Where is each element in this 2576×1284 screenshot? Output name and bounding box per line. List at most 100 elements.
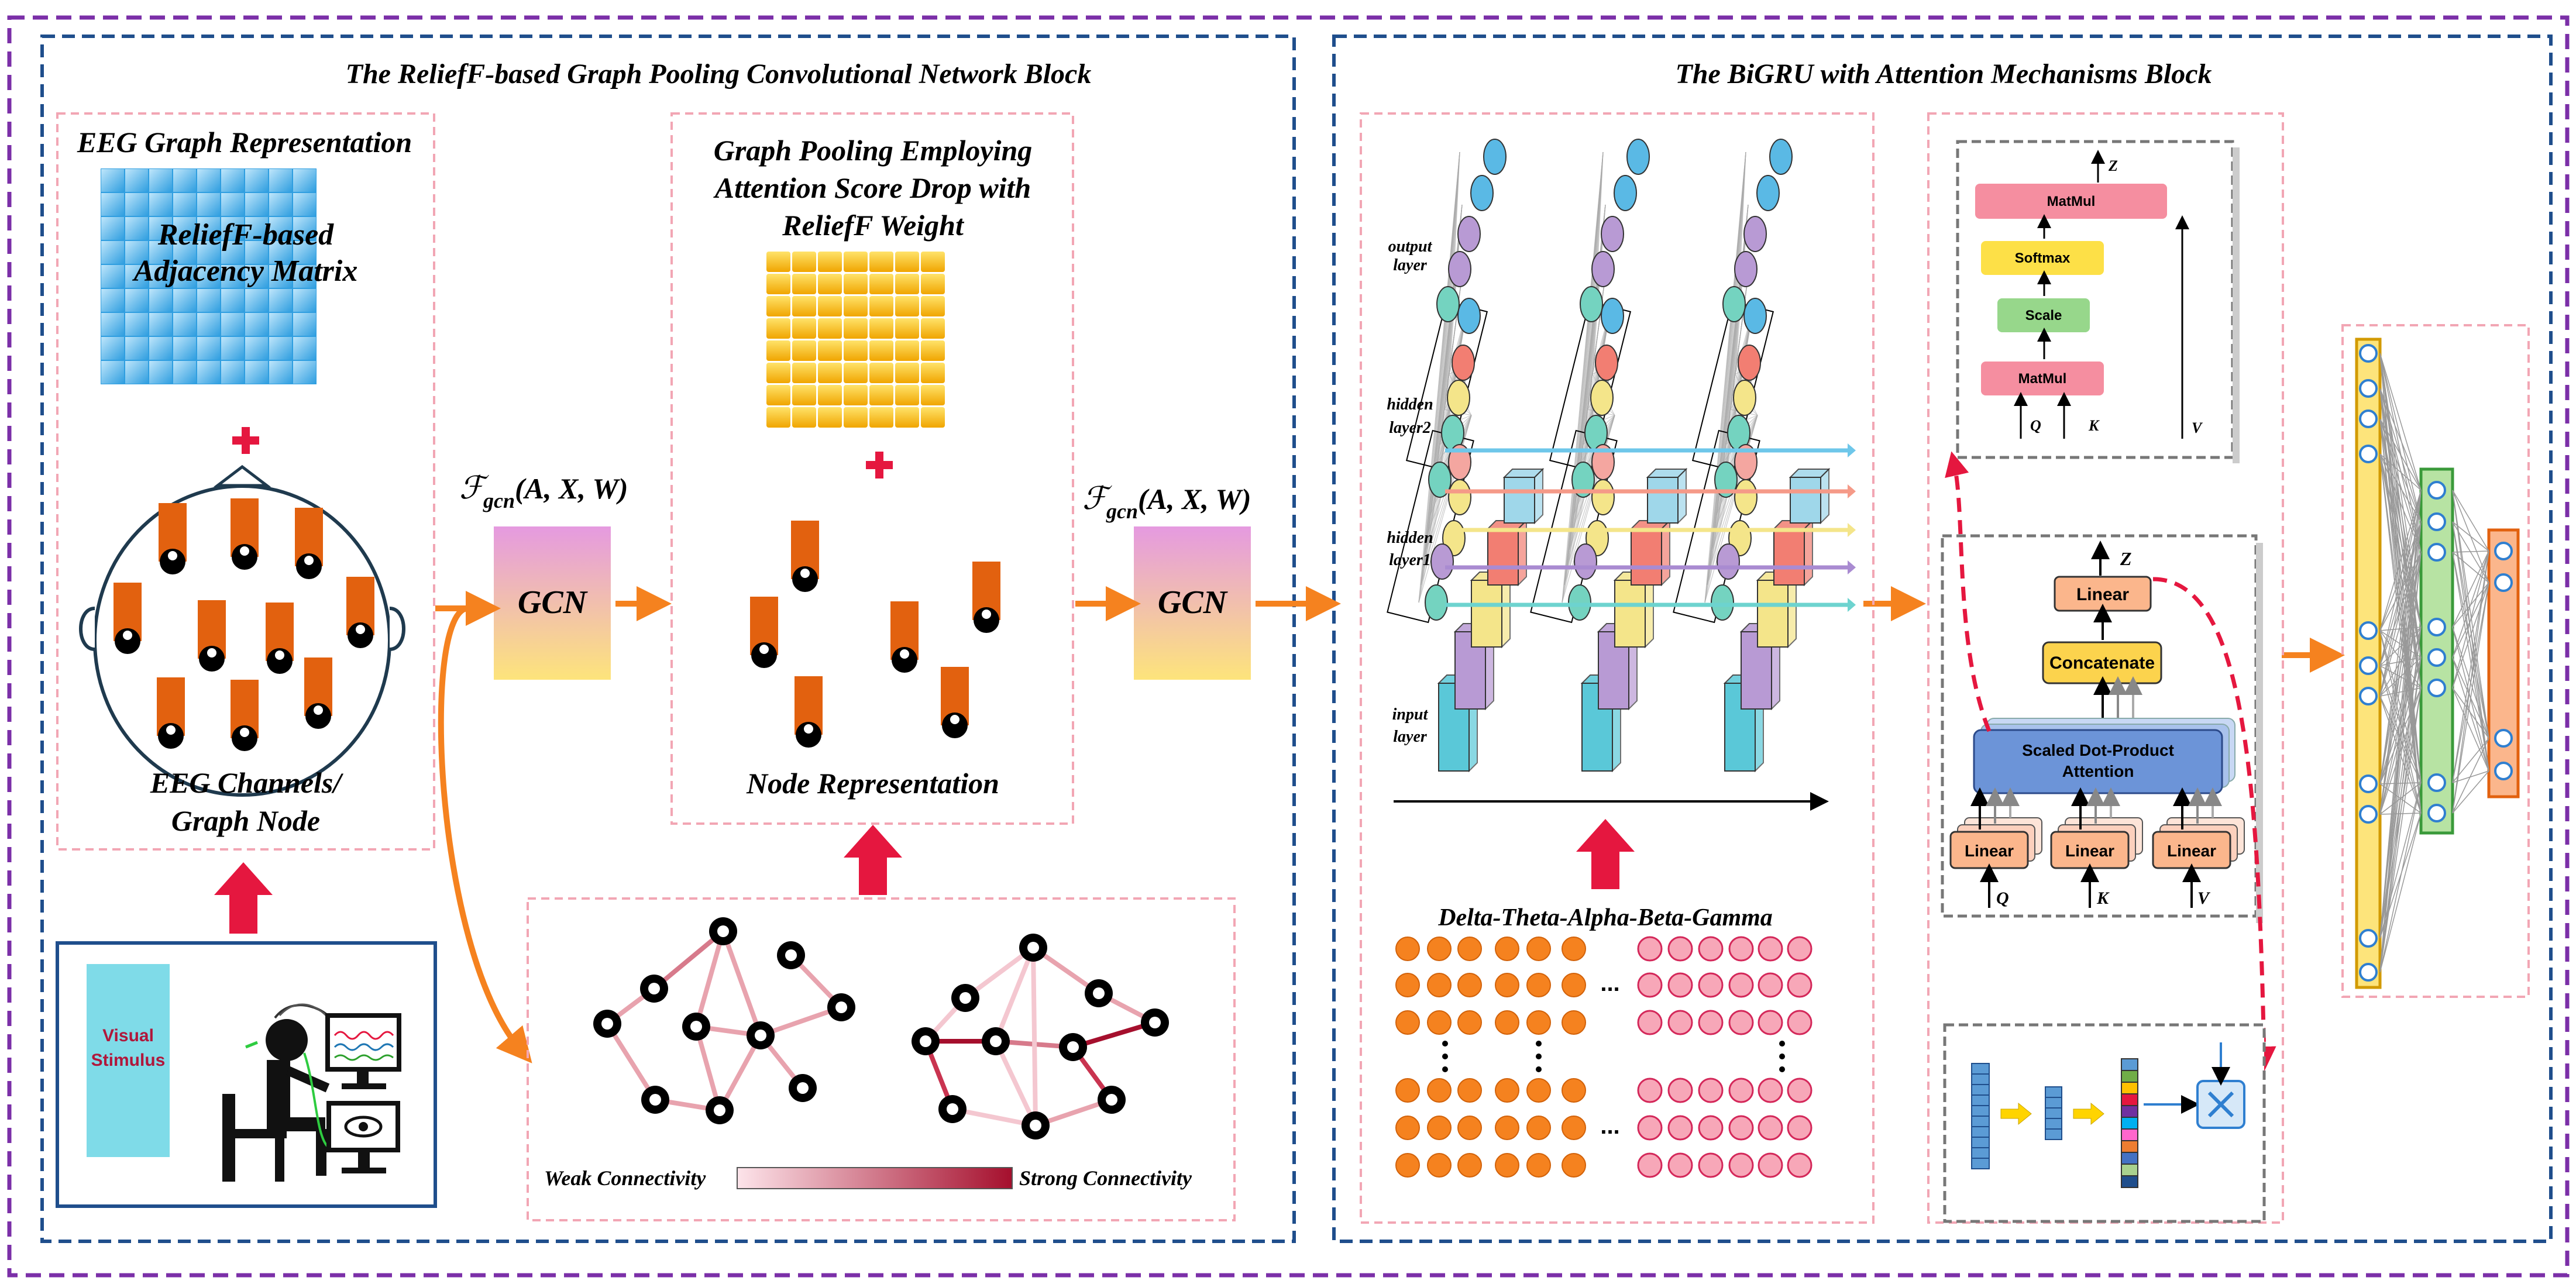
connectivity-edge: [605, 1022, 658, 1101]
matrix-cell: [221, 193, 244, 216]
dense-neuron: [2359, 687, 2378, 705]
graph-node-hole: [1106, 1094, 1117, 1106]
band-dot-pink: [1667, 936, 1693, 962]
right-block-border: [1332, 35, 2553, 1243]
mha-q: Q: [1996, 889, 2009, 908]
band-dot-orange: [1427, 973, 1452, 997]
vertical-dot: [1536, 1054, 1542, 1059]
dense-edge: [2452, 582, 2489, 689]
dense-neuron: [2494, 573, 2513, 592]
matrix-cell: [269, 217, 292, 240]
weight-cell: [921, 385, 945, 405]
gru-unit: [1595, 345, 1618, 381]
matrix-cell: [293, 193, 316, 216]
dense-edge: [2379, 388, 2422, 491]
weight-cell: [921, 318, 945, 339]
graph-node-hole: [649, 1094, 661, 1106]
weight-cell: [766, 407, 790, 428]
band-dot-orange: [1457, 937, 1482, 961]
band-dot-pink: [1728, 972, 1754, 998]
band-dot-pink: [1698, 1115, 1724, 1141]
matrix-cell: [197, 265, 220, 288]
vertical-dot: [1442, 1066, 1448, 1072]
flattened-cell: [2121, 1128, 2138, 1141]
electrode-node: [942, 712, 968, 738]
matrix-cell: [125, 361, 148, 384]
gru-unit: [1483, 139, 1507, 175]
gru-unit: [1601, 216, 1624, 252]
matrix-cell: [149, 313, 172, 336]
input-cube: [1614, 580, 1646, 648]
dense-edge: [2452, 687, 2489, 739]
electrode-hole: [759, 645, 769, 654]
matrix-cell: [293, 169, 316, 192]
weight-cell: [895, 340, 919, 361]
band-dot-pink: [1667, 972, 1693, 998]
electrode-node: [296, 553, 322, 579]
band-dot-orange: [1427, 1116, 1452, 1140]
matrix-cell: [245, 241, 268, 264]
dense-edge: [2379, 418, 2422, 522]
eeg-electrodes: [114, 498, 374, 751]
weight-cell: [844, 385, 868, 405]
recurrent-arrow-head: [1848, 560, 1856, 574]
weight-cell: [818, 252, 842, 272]
sdpa-scale: Scale: [2025, 308, 2062, 323]
flattened-cell: [2121, 1117, 2138, 1130]
weight-cell: [766, 296, 790, 316]
weight-cell: [921, 363, 945, 383]
dense-edge: [2379, 521, 2422, 697]
orange-arrows: [435, 586, 2345, 1063]
connectivity-panel: [527, 897, 1236, 1221]
graph-node-hole: [797, 1082, 809, 1094]
stimulus-screen: [87, 964, 170, 1157]
dense-edge: [2452, 770, 2489, 814]
electrode-hole: [240, 728, 249, 737]
graph-node-hole: [1027, 942, 1039, 953]
dense-edge: [2452, 490, 2489, 552]
band-dot-pink: [1787, 972, 1813, 998]
weak-connectivity-label: Weak Connectivity: [544, 1166, 706, 1190]
matrix-cell: [269, 313, 292, 336]
matrix-cell: [101, 169, 124, 192]
gru-unit: [1714, 462, 1738, 498]
dense-panel: [2341, 324, 2530, 998]
matrix-cell: [269, 169, 292, 192]
graph-node-hole: [717, 925, 729, 937]
feature-cell: [1971, 1126, 1990, 1138]
flattened-cell: [2121, 1082, 2138, 1094]
electrode-hole: [356, 625, 365, 634]
graph-node-hole: [755, 1030, 766, 1041]
weight-cell: [895, 318, 919, 339]
weight-cell: [895, 407, 919, 428]
hidden2-line1: hidden: [1387, 395, 1433, 414]
connectivity-edge: [652, 929, 725, 991]
graph-node-hole: [714, 1104, 725, 1116]
dense-edge: [2379, 490, 2422, 631]
recurrent-arrow-head: [1848, 523, 1856, 537]
hidden1-line1: hidden: [1387, 529, 1433, 547]
electrode-hole: [207, 648, 216, 658]
shadow: [2256, 543, 2263, 923]
gru-unit: [1743, 298, 1767, 334]
graph-node-hole: [959, 992, 971, 1004]
electrode-node: [796, 722, 821, 748]
sdpa-z: Z: [2108, 157, 2118, 174]
graph-node-hole: [785, 949, 797, 961]
dense-neuron: [2359, 445, 2378, 463]
graph-node-hole: [835, 1001, 847, 1013]
output-layer-line1: output: [1388, 237, 1433, 256]
band-dot-orange: [1495, 1153, 1519, 1178]
weight-cell: [766, 252, 790, 272]
matrix-cell: [197, 337, 220, 360]
mha-sdpa-line2: Attention: [2062, 762, 2134, 780]
gru-unit: [1722, 286, 1746, 322]
dense-edge: [2452, 770, 2489, 783]
graph-node-hole: [1149, 1017, 1161, 1028]
gru-unit: [1743, 216, 1767, 252]
matrix-cell: [293, 241, 316, 264]
band-dot-orange: [1526, 1010, 1551, 1035]
band-dot-pink: [1637, 1115, 1663, 1141]
dense-edge: [2379, 696, 2422, 814]
weight-cell: [818, 363, 842, 383]
